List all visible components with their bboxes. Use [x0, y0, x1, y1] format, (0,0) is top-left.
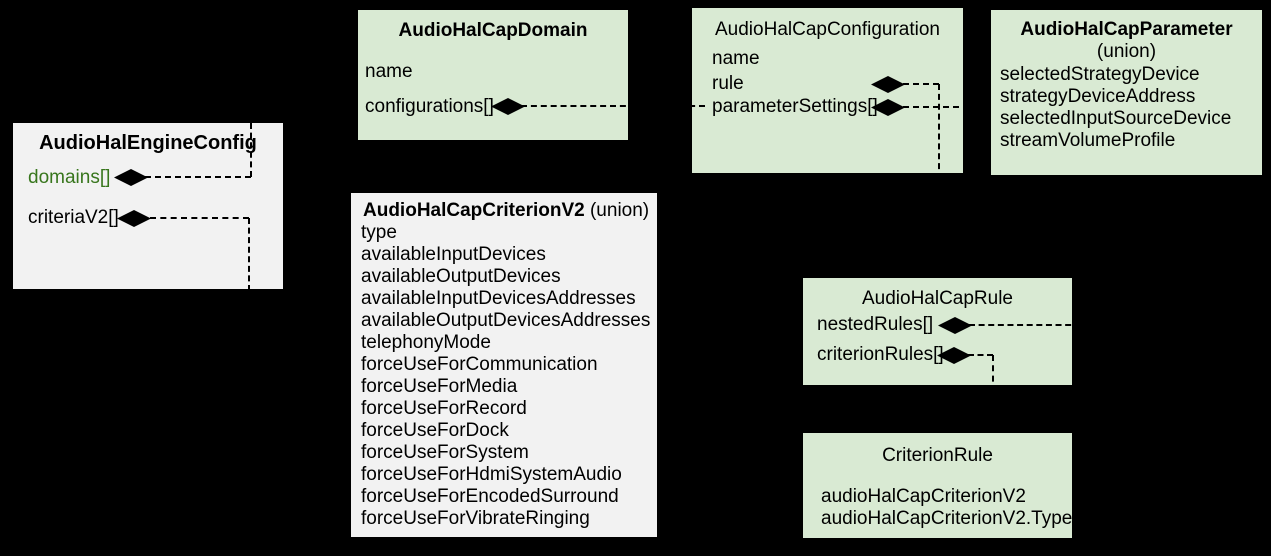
field-domains: domains[] — [28, 167, 111, 188]
field-available-input-devices-addresses: availableInputDevicesAddresses — [361, 288, 636, 309]
connector-domains-h — [145, 176, 251, 178]
connector-rule-v — [938, 84, 940, 278]
field-selected-strategy-device: selectedStrategyDevice — [1000, 64, 1200, 85]
field-force-use-for-dock: forceUseForDock — [361, 420, 509, 441]
field-parameter-settings: parameterSettings[] — [712, 96, 878, 117]
class-title: AudioHalCapCriterionV2 (union) — [363, 200, 649, 222]
field-force-use-for-system: forceUseForSystem — [361, 442, 529, 463]
field-available-input-devices: availableInputDevices — [361, 244, 546, 265]
class-title: AudioHalCapConfiguration — [715, 19, 940, 40]
field-force-use-for-record: forceUseForRecord — [361, 398, 527, 419]
class-title: CriterionRule — [882, 445, 993, 466]
class-title: AudioHalCapParameter — [1020, 19, 1233, 40]
diamond-icon — [871, 76, 905, 93]
field-force-use-for-vibrate-ringing: forceUseForVibrateRinging — [361, 508, 590, 529]
field-force-use-for-encoded-surround: forceUseForEncodedSurround — [361, 486, 619, 507]
class-box-audio-hal-cap-configuration: AudioHalCapConfiguration name rule param… — [692, 8, 963, 173]
field-force-use-for-communication: forceUseForCommunication — [361, 354, 598, 375]
class-box-criterion-rule: CriterionRule audioHalCapCriterionV2 aud… — [803, 433, 1072, 538]
class-box-audio-hal-engine-config: AudioHalEngineConfig domains[] criteriaV… — [13, 123, 283, 289]
connector-parameter-settings-h — [903, 106, 989, 108]
field-force-use-for-hdmi-system-audio: forceUseForHdmiSystemAudio — [361, 464, 622, 485]
field-telephony-mode: telephonyMode — [361, 332, 491, 353]
class-box-audio-hal-cap-criterion-v2: AudioHalCapCriterionV2 (union) type avai… — [351, 193, 657, 537]
diamond-icon — [871, 99, 905, 116]
field-available-output-devices-addresses: availableOutputDevicesAddresses — [361, 310, 651, 331]
field-name: name — [365, 61, 413, 82]
field-audio-hal-cap-criterion-v2: audioHalCapCriterionV2 — [821, 486, 1026, 507]
class-title: AudioHalCapDomain — [398, 20, 588, 41]
class-box-audio-hal-cap-parameter: AudioHalCapParameter (union) selectedStr… — [991, 10, 1262, 175]
field-name: name — [712, 48, 760, 69]
field-selected-input-source-device: selectedInputSourceDevice — [1000, 108, 1232, 129]
connector-configurations-h — [521, 105, 705, 107]
field-stream-volume-profile: streamVolumeProfile — [1000, 130, 1176, 151]
class-title-name: AudioHalCapCriterionV2 — [363, 200, 585, 221]
class-box-audio-hal-cap-rule: AudioHalCapRule nestedRules[] criterionR… — [803, 278, 1072, 385]
field-type: type — [361, 222, 397, 243]
field-list: type availableInputDevices availableOutp… — [361, 222, 650, 530]
diamond-icon — [114, 169, 148, 186]
class-subtitle: (union) — [1096, 41, 1157, 62]
class-box-audio-hal-cap-domain: AudioHalCapDomain name configurations[] — [358, 10, 628, 140]
connector-domains-v — [250, 123, 252, 177]
diamond-icon — [117, 210, 151, 227]
connector-criteria-v2-v — [248, 218, 250, 291]
field-audio-hal-cap-criterion-v2-type: audioHalCapCriterionV2.Type — [821, 508, 1073, 529]
connector-nested-rules-h — [969, 324, 1100, 326]
field-configurations: configurations[] — [365, 96, 494, 117]
field-force-use-for-media: forceUseForMedia — [361, 376, 518, 397]
connector-criterion-rules-v — [992, 355, 994, 433]
connector-criterion-rules-h — [968, 354, 993, 356]
field-criterion-rules: criterionRules[] — [817, 344, 944, 365]
diamond-icon — [938, 317, 972, 334]
field-available-output-devices: availableOutputDevices — [361, 266, 561, 287]
class-title-suffix: (union) — [584, 200, 650, 221]
field-rule: rule — [712, 73, 744, 94]
field-strategy-device-address: strategyDeviceAddress — [1000, 86, 1196, 107]
diamond-icon — [937, 347, 971, 364]
connector-criteria-v2-h — [150, 217, 249, 219]
field-criteria-v2: criteriaV2[] — [28, 207, 119, 228]
class-title: AudioHalCapRule — [861, 288, 1014, 309]
diamond-icon — [491, 98, 525, 115]
class-title: AudioHalEngineConfig — [39, 132, 257, 154]
connector-rule-h — [903, 83, 939, 85]
field-nested-rules: nestedRules[] — [817, 314, 934, 335]
